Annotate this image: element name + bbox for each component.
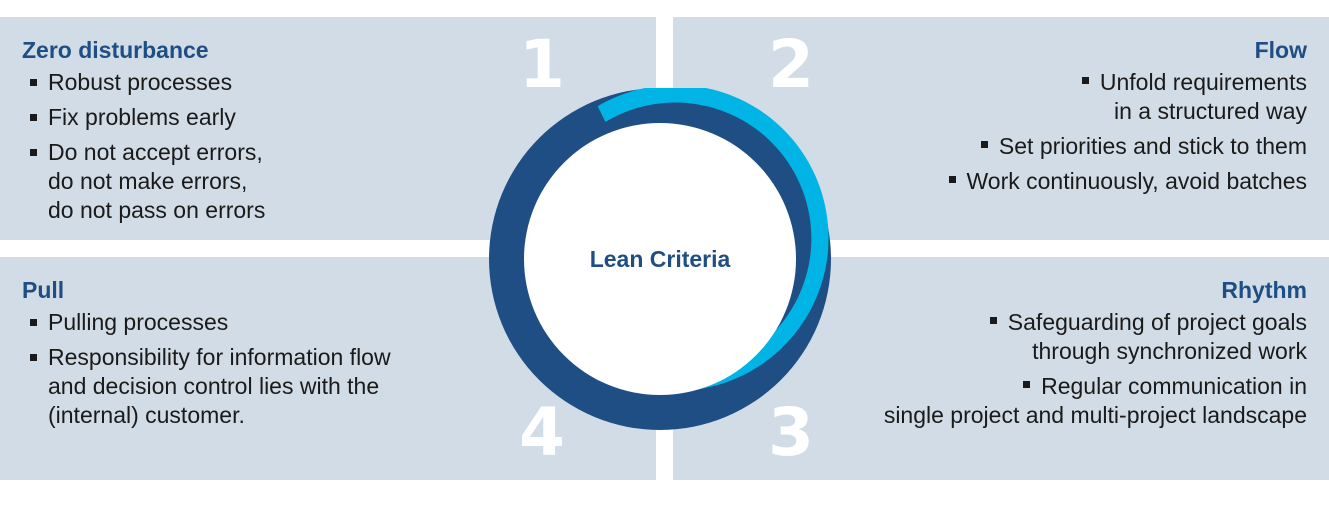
bullet-item: Pulling processes — [22, 308, 656, 337]
bullet-text: Unfold requirements in a structured way — [1099, 69, 1307, 124]
lean-criteria-ring — [489, 88, 831, 430]
bullet-list: Pulling processes Responsibility for inf… — [22, 308, 656, 430]
bullet-marker — [1081, 77, 1089, 85]
bullet-item: Unfold requirements in a structured way — [673, 68, 1307, 126]
bullet-text: Set priorities and stick to them — [998, 133, 1307, 159]
bullet-item: Fix problems early — [22, 103, 656, 132]
bullet-marker — [1023, 381, 1031, 389]
center-label: Lean Criteria — [589, 245, 731, 272]
ring-center — [524, 123, 796, 395]
bullet-marker — [948, 176, 956, 184]
bullet-item: Regular communication in single project … — [673, 372, 1307, 430]
quadrant-zero-disturbance: Zero disturbance Robust processes Fix pr… — [0, 17, 656, 240]
bullet-text: Safeguarding of project goals through sy… — [1007, 309, 1307, 364]
bullet-item: Responsibility for information flow and … — [22, 343, 656, 430]
bullet-text: Regular communication in single project … — [883, 373, 1307, 428]
quadrant-title: Flow — [1254, 37, 1307, 63]
bullet-marker — [989, 317, 997, 325]
quadrant-title: Rhythm — [1221, 277, 1307, 303]
bullet-item: Do not accept errors, do not make errors… — [22, 138, 656, 225]
bullet-text: Work continuously, avoid batches — [966, 168, 1308, 194]
quadrant-title: Zero disturbance — [22, 37, 209, 63]
quadrant-number-3: 3 — [768, 394, 814, 471]
quadrant-number-2: 2 — [768, 26, 814, 103]
bullet-item: Robust processes — [22, 68, 656, 97]
quadrant-number-4: 4 — [519, 394, 565, 471]
bullet-item: Safeguarding of project goals through sy… — [673, 308, 1307, 366]
quadrant-title: Pull — [22, 277, 65, 303]
bullet-marker — [980, 141, 988, 149]
bullet-item: Set priorities and stick to them — [673, 132, 1307, 161]
bullet-list: Unfold requirements in a structured way … — [673, 68, 1307, 196]
bullet-list: Safeguarding of project goals through sy… — [673, 308, 1307, 430]
bullet-item: Work continuously, avoid batches — [673, 167, 1307, 196]
quadrant-number-1: 1 — [519, 26, 565, 103]
bullet-list: Robust processes Fix problems early Do n… — [22, 68, 656, 225]
